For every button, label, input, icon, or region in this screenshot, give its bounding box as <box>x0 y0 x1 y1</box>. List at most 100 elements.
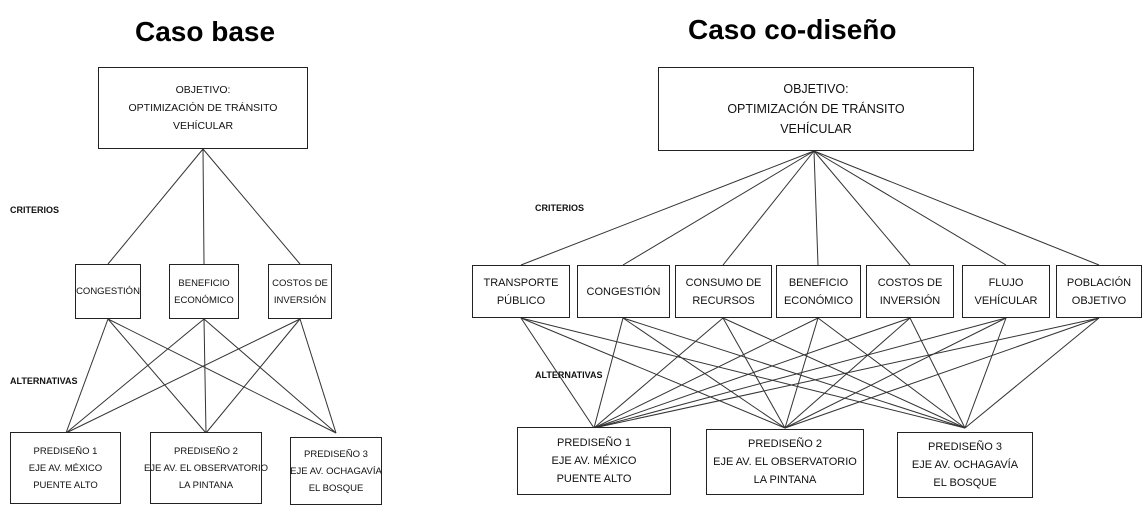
right-diagram-title: Caso co-diseño <box>688 14 897 45</box>
left-criterion-alternative-link <box>107 318 337 434</box>
right-criteria-label: CRITERIOS <box>535 203 585 213</box>
right-alternative-line1: PREDISEÑO 1 <box>557 437 631 449</box>
right-criterion-line2: INVERSIÓN <box>879 294 941 307</box>
right-criterion-alternative-link <box>622 317 966 429</box>
left-criterion-line2: INVERSIÓN <box>273 294 327 306</box>
right-criterion-alternative-link <box>593 317 1007 429</box>
right-criterion-alternative-link <box>964 317 1100 429</box>
right-alternative-box: PREDISEÑO 1 EJE AV. MÉXICO PUENTE ALTO <box>517 427 671 495</box>
right-criterion-box: COSTOS DE INVERSIÓN <box>866 265 954 318</box>
right-alternative-box: PREDISEÑO 2 EJE AV. EL OBSERVATORIO LA P… <box>706 429 864 495</box>
right-goal-criterion-link <box>813 150 819 266</box>
right-goal-criterion-link <box>520 150 815 266</box>
left-alternative-box: PREDISEÑO 2 EJE AV. EL OBSERVATORIO LA P… <box>144 432 268 504</box>
right-criterion-alternative-link <box>909 317 966 429</box>
right-criterion-alternative-link <box>520 317 786 429</box>
right-criterion-alternative-link <box>722 317 966 429</box>
right-criterion-alternative-link <box>964 317 1007 429</box>
left-goal-criterion-link <box>107 148 204 265</box>
right-goal-criterion-link <box>813 150 1100 266</box>
left-goal-label: OBJETIVO: <box>175 84 231 96</box>
left-goal-criterion-link <box>202 148 301 265</box>
left-alternative-line1: PREDISEÑO 1 <box>33 445 98 457</box>
left-alternative-box: PREDISEÑO 1 EJE AV. MÉXICO PUENTE ALTO <box>10 432 121 504</box>
left-criterion-alternative-link <box>205 318 301 434</box>
left-criterion-alternative-link <box>299 318 337 434</box>
right-criterion-alternative-link <box>593 317 911 429</box>
left-criterion-box: BENEFICIO ECONÓMICO <box>169 264 239 319</box>
right-criterion-line2: RECURSOS <box>692 294 755 307</box>
right-goal-criterion-link <box>622 150 815 266</box>
right-criterion-box: CONGESTIÓN <box>577 265 670 318</box>
left-criterion-line1: CONGESTIÓN <box>76 286 140 297</box>
right-criterion-alternative-link <box>520 317 595 429</box>
right-alternative-line1: PREDISEÑO 3 <box>928 441 1002 453</box>
left-criterion-alternative-link <box>65 318 109 434</box>
left-criterion-alternative-link <box>65 318 205 434</box>
right-criterion-alternative-link <box>593 317 1100 429</box>
right-goal-criterion-link <box>722 150 815 266</box>
right-criterion-line2: PÚBLICO <box>496 294 546 307</box>
right-criterion-line1: FLUJO <box>988 276 1024 289</box>
right-alternative-line3: PUENTE ALTO <box>556 473 632 485</box>
right-criterion-alternative-link <box>593 317 624 429</box>
right-alternative-line3: LA PINTANA <box>753 474 817 486</box>
left-alternative-line2: EJE AV. OCHAGAVÍA <box>290 465 382 477</box>
right-criterion-line1: CONGESTIÓN <box>586 285 661 298</box>
left-goal-criterion-link <box>202 148 205 265</box>
right-criterion-box: BENEFICIO ECONÓMICO <box>776 265 861 318</box>
left-criterion-alternative-link <box>65 318 301 434</box>
right-criterion-alternative-link <box>784 317 1100 429</box>
right-alternative-line2: EJE AV. EL OBSERVATORIO <box>713 456 857 468</box>
right-goal-line1: OPTIMIZACIÓN DE TRÁNSITO <box>727 102 905 116</box>
left-alternatives-label: ALTERNATIVAS <box>10 376 78 386</box>
left-goal-box: OBJETIVO: OPTIMIZACIÓN DE TRÁNSITO VEHÍC… <box>98 67 308 149</box>
left-alternative-line1: PREDISEÑO 3 <box>304 448 368 460</box>
left-goal-line1: OPTIMIZACIÓN DE TRÁNSITO <box>128 102 278 114</box>
right-criterion-line2: VEHÍCULAR <box>974 294 1038 307</box>
right-criterion-box: CONSUMO DE RECURSOS <box>675 265 772 318</box>
right-criterion-box: FLUJO VEHÍCULAR <box>962 265 1050 318</box>
right-goal-criterion-link <box>813 150 1007 266</box>
right-criterion-line1: BENEFICIO <box>788 276 849 289</box>
right-alternative-line1: PREDISEÑO 2 <box>748 438 822 450</box>
right-alternative-line2: EJE AV. MÉXICO <box>551 455 637 467</box>
left-alternative-line2: EJE AV. MÉXICO <box>28 462 103 474</box>
right-criterion-line2: OBJETIVO <box>1071 294 1127 307</box>
right-criterion-alternative-link <box>784 317 1007 429</box>
right-criterion-alternative-link <box>622 317 786 429</box>
right-criterion-line1: TRANSPORTE <box>483 276 559 289</box>
right-criterion-line1: COSTOS DE <box>877 276 943 289</box>
left-alternative-line3: LA PINTANA <box>178 479 234 491</box>
left-alternative-line3: PUENTE ALTO <box>33 479 98 491</box>
left-criterion-alternative-link <box>107 318 207 434</box>
right-criterion-line1: POBLACIÓN <box>1066 276 1132 289</box>
left-criterion-line1: BENEFICIO <box>178 277 230 289</box>
right-alternative-line3: EL BOSQUE <box>933 477 997 489</box>
right-goal-label: OBJETIVO: <box>783 82 849 96</box>
right-criterion-alternative-link <box>817 317 966 429</box>
left-alternative-line2: EJE AV. EL OBSERVATORIO <box>143 462 269 474</box>
right-goal-criterion-link <box>813 150 911 266</box>
left-criterion-line1: COSTOS DE <box>272 277 328 289</box>
left-criterion-alternative-link <box>203 318 207 434</box>
right-alternative-box: PREDISEÑO 3 EJE AV. OCHAGAVÍA EL BOSQUE <box>897 432 1033 498</box>
left-criterion-alternative-link <box>203 318 337 434</box>
left-criterion-box: CONGESTIÓN <box>75 264 141 319</box>
left-criterion-box: COSTOS DE INVERSIÓN <box>268 264 332 319</box>
right-criterion-box: POBLACIÓN OBJETIVO <box>1056 265 1142 318</box>
right-criterion-box: TRANSPORTE PÚBLICO <box>472 265 570 318</box>
left-alternative-box: PREDISEÑO 3 EJE AV. OCHAGAVÍA EL BOSQUE <box>290 437 382 505</box>
right-criterion-line2: ECONÓMICO <box>783 294 854 307</box>
right-alternatives-label: ALTERNATIVAS <box>535 370 603 380</box>
left-criterion-line2: ECONÓMICO <box>174 294 234 306</box>
right-criterion-alternative-link <box>593 317 724 429</box>
right-alternative-line2: EJE AV. OCHAGAVÍA <box>911 459 1019 471</box>
left-goal-line2: VEHÍCULAR <box>172 120 234 132</box>
right-goal-line2: VEHÍCULAR <box>780 122 852 136</box>
left-alternative-line1: PREDISEÑO 2 <box>174 445 238 457</box>
right-criterion-alternative-link <box>593 317 819 429</box>
right-criterion-alternative-link <box>722 317 786 429</box>
right-criterion-alternative-link <box>520 317 966 429</box>
left-alternative-line3: EL BOSQUE <box>308 482 364 494</box>
